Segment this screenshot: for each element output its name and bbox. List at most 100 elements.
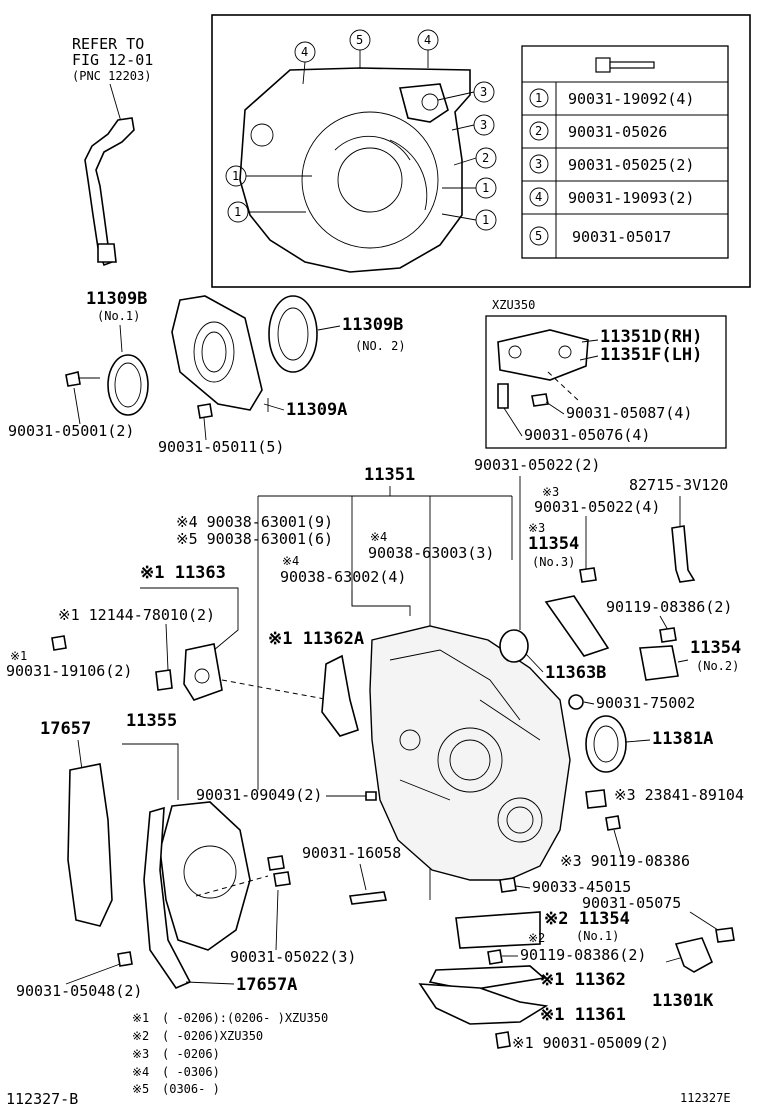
mount-bracket <box>497 329 589 381</box>
gasket-17657 <box>67 763 113 927</box>
label-90038-63001-9: ※4 90038-63001(9) <box>176 513 333 531</box>
label-11351f: 11351F(LH) <box>600 345 702 365</box>
footnotes: ※1 ( -0206):(0206- )XZU350 ※2 ( -0206)XZ… <box>132 1011 328 1096</box>
label-90038-63001-6: ※5 90038-63001(6) <box>176 530 333 548</box>
sensor-11301k <box>674 937 714 973</box>
bolt-05001 <box>65 371 81 387</box>
bolt-row-part: 90031-19093(2) <box>568 189 694 207</box>
label-90031-05011: 90031-05011(5) <box>158 438 284 456</box>
note-mark: ※3 <box>132 1047 149 1061</box>
retainer-11309a <box>171 295 263 411</box>
note-mark: ※2 <box>132 1029 149 1043</box>
bolt-05048 <box>117 951 133 967</box>
label-11309b-no2: 11309B <box>342 315 403 335</box>
note-text: ( -0206) <box>162 1047 220 1061</box>
mark-4a: ※4 <box>370 530 387 544</box>
plate-hole-inner <box>337 147 403 213</box>
bolt-table: 1 90031-19092(4) 2 90031-05026 3 90031-0… <box>521 45 729 259</box>
label-90031-05001: 90031-05001(2) <box>8 422 134 440</box>
label-11361: ※1 11361 <box>540 1005 626 1025</box>
label-11309b-no2-sub: (NO. 2) <box>355 339 406 353</box>
inset-callout: 3 <box>480 118 487 132</box>
note-mark: ※1 <box>132 1011 149 1025</box>
bolt-05075 <box>715 927 735 943</box>
plug-12144 <box>155 669 173 691</box>
gasket-11362 <box>428 965 546 991</box>
inset-callout: 3 <box>480 85 487 99</box>
label-xzu350: XZU350 <box>492 298 535 312</box>
label-90031-05022-2: 90031-05022(2) <box>474 456 600 474</box>
label-11351d: 11351D(RH) <box>600 327 702 347</box>
label-82715: 82715-3V120 <box>629 476 728 494</box>
bolt-row-part: 90031-19092(4) <box>568 90 694 108</box>
label-90031-05048: 90031-05048(2) <box>16 982 142 1000</box>
sensor-23841 <box>585 789 607 809</box>
label-90031-16058: 90031-16058 <box>302 844 401 862</box>
inset-callout-group: 4 5 4 3 3 2 1 1 1 1 <box>225 29 497 231</box>
bracket-part <box>84 117 135 267</box>
bolt-icon <box>595 57 655 73</box>
inset-callout: 2 <box>482 151 489 165</box>
bolt-05076 <box>497 383 509 409</box>
label-90031-09049: 90031-09049(2) <box>196 786 322 804</box>
label-11362: ※1 11362 <box>540 970 626 990</box>
label-11309b-no1-sub: (No.1) <box>97 309 140 323</box>
bolt-05011 <box>197 403 213 419</box>
label-90119-08386-2b: 90119-08386(2) <box>520 946 646 964</box>
oil-seal-11381a <box>585 715 627 773</box>
plate-arc-2 <box>389 139 428 211</box>
cover-11355 <box>159 801 251 951</box>
label-90031-05076: 90031-05076(4) <box>524 426 650 444</box>
label-90031-05087: 90031-05087(4) <box>566 404 692 422</box>
stud-16058 <box>349 891 387 905</box>
bolt-05022-4 <box>579 567 597 583</box>
gasket-11362a <box>321 654 359 737</box>
label-11381a: 11381A <box>652 729 713 749</box>
oil-pan-11361 <box>418 983 549 1025</box>
bolt-45015 <box>499 877 517 893</box>
ref-line-1: REFER TO <box>72 35 144 53</box>
label-90038-63003: 90038-63003(3) <box>368 544 494 562</box>
note-mark: ※5 <box>132 1082 149 1096</box>
xzu350-frame <box>485 315 727 449</box>
ref-leader <box>109 83 123 126</box>
label-11309a: 11309A <box>286 400 347 420</box>
bolt-05009 <box>495 1031 511 1049</box>
bolt-row-part: 90031-05025(2) <box>568 156 694 174</box>
bolt-row-num: 3 <box>535 157 542 171</box>
label-11354-no3: 11354 <box>528 534 579 554</box>
label-11362a: ※1 11362A <box>268 629 364 649</box>
clip-82715 <box>671 525 696 583</box>
bolt-row-num: 4 <box>535 190 542 204</box>
inset-callout: 5 <box>356 33 363 47</box>
note-text: (0306- ) <box>162 1082 220 1096</box>
label-11301k: 11301K <box>652 991 714 1011</box>
plate-11354-no3 <box>544 595 610 657</box>
bolt-19106 <box>51 635 67 651</box>
inset-callout: 1 <box>482 181 489 195</box>
label-11354-no2: 11354 <box>690 638 741 658</box>
figure-code-right: 112327E <box>680 1091 731 1105</box>
label-11354-no2-sub: (No.2) <box>696 659 739 673</box>
note-text: ( -0206)XZU350 <box>162 1029 263 1043</box>
ref-line-2: FIG 12-01 <box>72 51 153 69</box>
inset-frame <box>211 14 751 288</box>
bolt-05022-3b <box>273 871 291 887</box>
label-11351: 11351 <box>364 465 415 485</box>
label-90119-08386-2a: 90119-08386(2) <box>606 598 732 616</box>
label-90031-05009: ※1 90031-05009(2) <box>512 1034 669 1052</box>
note-text: ( -0306) <box>162 1065 220 1079</box>
mark-3a: ※3 <box>542 485 559 499</box>
label-11363b: 11363B <box>545 663 606 683</box>
inset-callout: 1 <box>482 213 489 227</box>
label-90038-63002: 90038-63002(4) <box>280 568 406 586</box>
label-90031-75002: 90031-75002 <box>596 694 695 712</box>
inset-callout: 4 <box>424 33 431 47</box>
note-mark: ※4 <box>132 1065 149 1079</box>
bolt-row-part: 90031-05017 <box>572 228 671 246</box>
note-text: ( -0206):(0206- )XZU350 <box>162 1011 328 1025</box>
plate-11354-no1 <box>455 911 541 949</box>
label-23841: ※3 23841-89104 <box>614 786 744 804</box>
bracket-foot <box>97 243 117 263</box>
